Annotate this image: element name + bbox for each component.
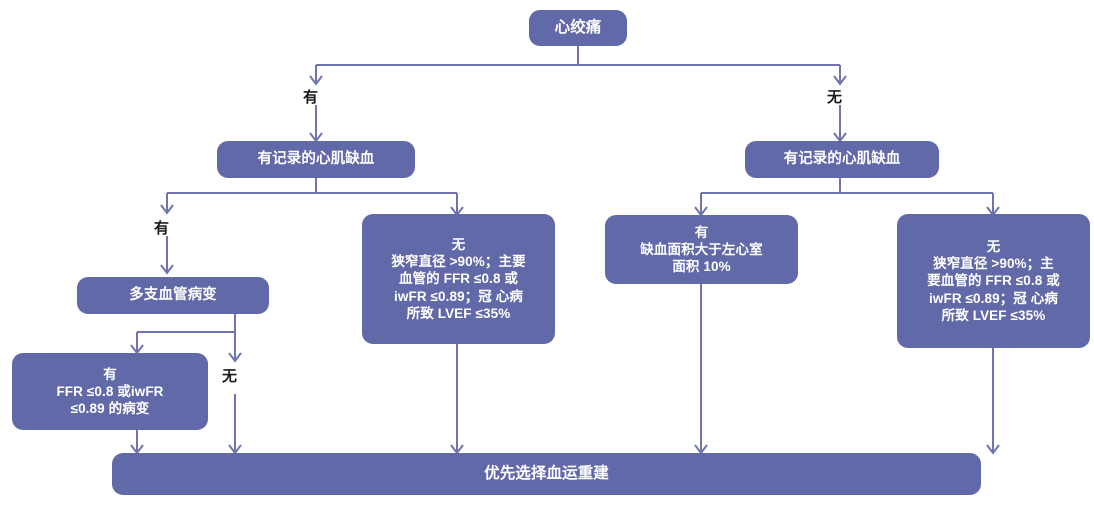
node-angina[interactable]: 心绞痛 — [529, 10, 627, 46]
node-multivessel[interactable]: 多支血管病变 — [77, 277, 269, 314]
node-ischemia-left[interactable]: 有记录的心肌缺血 — [217, 141, 415, 178]
edge-label-angina-yes: 有 — [303, 89, 319, 106]
node-no-right[interactable]: 无 狭窄直径 >90%；主 要血管的 FFR ≤0.8 或 iwFR ≤0.89… — [897, 214, 1090, 348]
node-outcome[interactable]: 优先选择血运重建 — [112, 453, 981, 495]
node-no-left[interactable]: 无 狭窄直径 >90%；主要 血管的 FFR ≤0.8 或 iwFR ≤0.89… — [362, 214, 555, 344]
node-yes-ffr[interactable]: 有 FFR ≤0.8 或iwFR ≤0.89 的病变 — [12, 353, 208, 430]
edge-label-multivessel-no: 无 — [222, 368, 238, 385]
edge-label-ischemia-left-yes: 有 — [154, 220, 170, 237]
node-yes-middle[interactable]: 有 缺血面积大于左心室 面积 10% — [605, 215, 798, 284]
arrowheads — [130, 75, 1000, 455]
edge-label-angina-no: 无 — [827, 89, 843, 106]
node-ischemia-right[interactable]: 有记录的心肌缺血 — [745, 141, 939, 178]
